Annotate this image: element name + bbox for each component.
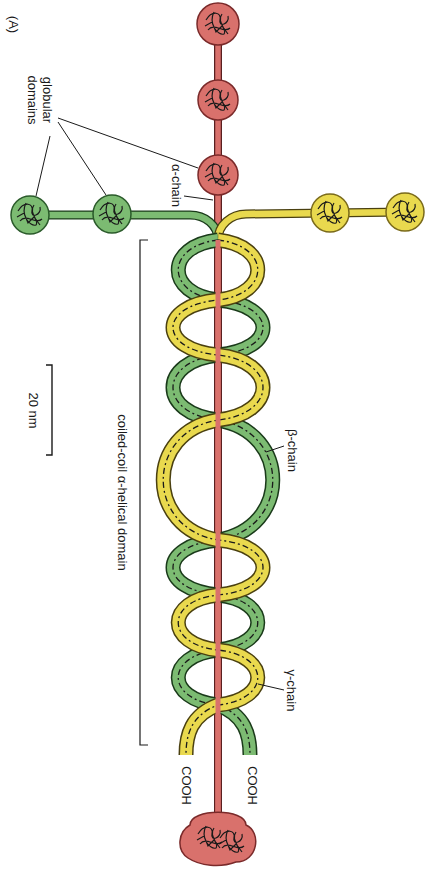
chain-label: α-chain xyxy=(169,164,184,207)
beta-globular-domains xyxy=(11,195,131,234)
alpha-rod xyxy=(215,22,221,815)
scale-label: 20 nm xyxy=(25,392,40,428)
leader-lines xyxy=(36,118,284,690)
alpha-rod-core xyxy=(216,240,221,815)
bracket xyxy=(140,240,148,745)
scale-bar xyxy=(46,365,52,455)
panel-letter: (A) xyxy=(7,15,22,32)
terminus-label: COOH xyxy=(245,766,260,805)
domain-label: coiled-coil α-helical domain xyxy=(115,414,130,570)
chain-label: γ-chain xyxy=(284,669,299,711)
terminus-label: COOH xyxy=(179,766,194,805)
domain-label: globular domains xyxy=(25,65,55,135)
chain-label: β-chain xyxy=(284,429,299,472)
gamma-globular-domains xyxy=(311,193,424,232)
gamma-strand xyxy=(163,240,263,755)
alpha-globular-domains xyxy=(180,3,256,865)
